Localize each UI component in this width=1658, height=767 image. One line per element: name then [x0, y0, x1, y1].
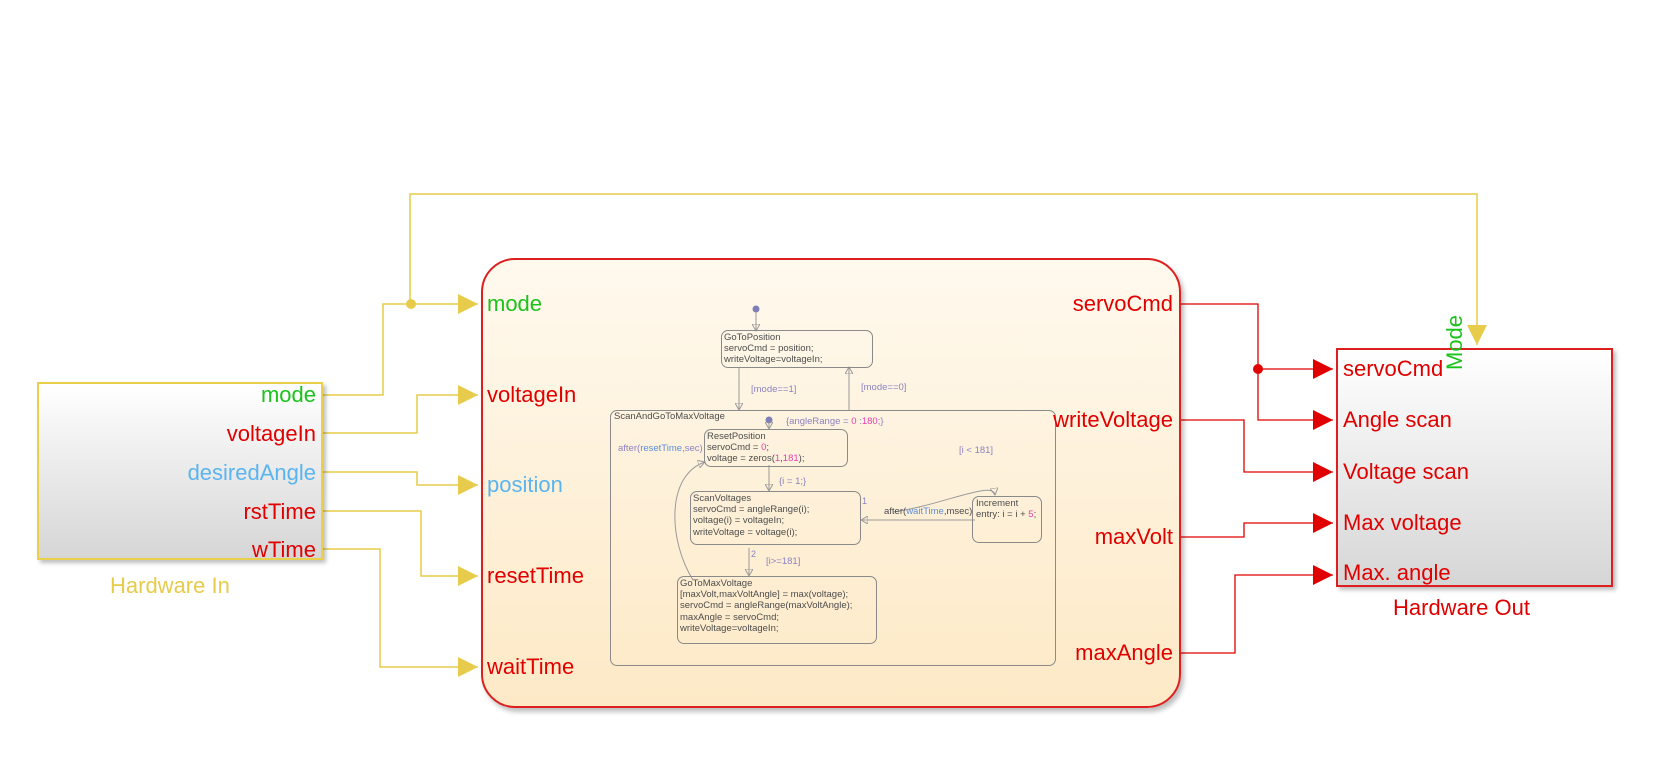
- hw-out-port-angle-scan: Angle scan: [1343, 407, 1452, 432]
- go-to-position-text: GoToPosition servoCmd = position; writeV…: [724, 332, 823, 366]
- state-reset-position[interactable]: [704, 429, 848, 467]
- signal-servoCmd[interactable]: [1181, 303, 1333, 379]
- transition-i-cond: [i < 181]: [959, 445, 994, 456]
- signal-desiredAngle[interactable]: [323, 471, 478, 495]
- branch-point-servoCmd: [1253, 364, 1263, 374]
- hardware-out-block[interactable]: [1336, 348, 1613, 587]
- hw-in-port-desiredAngle: desiredAngle: [187, 460, 316, 485]
- hardware-in-title: Hardware In: [110, 573, 230, 598]
- transition-mode1: [mode==1]: [751, 384, 797, 395]
- hw-in-port-rstTime: rstTime: [243, 499, 316, 524]
- hw-out-port-voltage-scan: Voltage scan: [1343, 459, 1469, 484]
- transition-i-end: [i>=181]: [766, 556, 801, 567]
- state-increment[interactable]: [972, 496, 1042, 543]
- state-go-to-max-voltage[interactable]: [677, 576, 877, 644]
- reset-position-text: ResetPosition servoCmd = 0; voltage = ze…: [707, 431, 805, 465]
- go-to-max-voltage-text: GoToMaxVoltage [maxVolt,maxVoltAngle] = …: [680, 578, 853, 634]
- chart-in-waitTime: waitTime: [487, 654, 575, 679]
- stateflow-chart-block[interactable]: GoToPosition servoCmd = position; writeV…: [481, 258, 1181, 708]
- signal-wTime[interactable]: [323, 548, 478, 677]
- chart-out-maxVolt: maxVolt: [1094, 524, 1173, 549]
- hardware-out-title: Hardware Out: [1393, 595, 1530, 620]
- chart-in-resetTime: resetTime: [487, 563, 584, 588]
- transition-order-1: 1: [862, 496, 868, 506]
- signal-mode[interactable]: [323, 294, 478, 396]
- signal-servoCmd-branch[interactable]: [1257, 369, 1333, 430]
- signal-rstTime[interactable]: [323, 510, 478, 586]
- signal-mode-branch[interactable]: [409, 193, 1487, 345]
- transition-order-2: 2: [751, 549, 757, 559]
- chart-internal-wires: [674, 305, 1183, 581]
- scan-and-go-title: ScanAndGoToMaxVoltage: [614, 411, 725, 422]
- chart-in-mode: mode: [487, 291, 543, 316]
- transition-angle-range: {angleRange = 0 :180;}: [786, 416, 884, 427]
- state-scan-and-go-to-max-voltage[interactable]: [610, 410, 1056, 666]
- chart-in-voltageIn: voltageIn: [487, 382, 577, 407]
- chart-out-servoCmd: servoCmd: [1072, 291, 1173, 316]
- scan-voltages-text: ScanVoltages servoCmd = angleRange(i); v…: [693, 493, 810, 538]
- transition-after-reset: after(resetTime,sec): [618, 443, 703, 454]
- hw-in-port-voltageIn: voltageIn: [226, 421, 316, 446]
- state-scan-voltages[interactable]: [690, 491, 861, 545]
- transition-mode0: [mode==0]: [861, 382, 907, 393]
- branch-point-mode: [406, 299, 416, 309]
- hw-out-port-max-angle: Max. angle: [1343, 560, 1451, 585]
- increment-text: Increment entry: i = i + 5;: [976, 498, 1037, 521]
- transition-i-init: {i = 1;}: [779, 476, 807, 487]
- signal-maxVolt[interactable]: [1181, 513, 1333, 538]
- hardware-in-block[interactable]: [37, 382, 323, 560]
- hw-in-port-mode: mode: [260, 382, 316, 407]
- state-go-to-position[interactable]: [721, 330, 873, 368]
- hw-out-port-max-voltage: Max voltage: [1343, 510, 1462, 535]
- chart-in-position: position: [487, 472, 563, 497]
- signal-writeVoltage[interactable]: [1181, 419, 1333, 482]
- signal-voltageIn[interactable]: [323, 385, 478, 434]
- chart-out-writeVoltage: writeVoltage: [1053, 407, 1173, 432]
- hw-in-port-wTime: wTime: [252, 537, 316, 562]
- chart-out-maxAngle: maxAngle: [1075, 640, 1173, 665]
- signal-maxAngle[interactable]: [1181, 565, 1333, 654]
- hw-out-port-mode: Mode: [1442, 314, 1467, 370]
- hw-out-port-servoCmd: servoCmd: [1343, 356, 1444, 381]
- transition-after-wait: after(waitTime,msec): [884, 506, 973, 517]
